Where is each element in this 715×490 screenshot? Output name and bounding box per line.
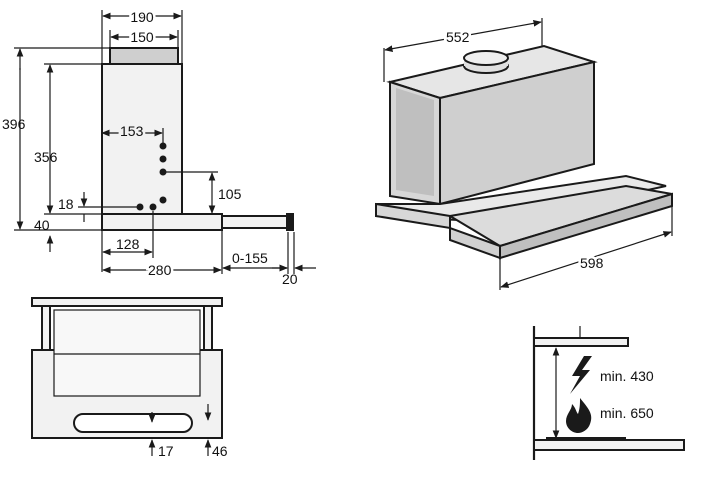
side-view: 190 150 396 356 40 153 105 18 bbox=[2, 7, 316, 287]
front-right-post bbox=[203, 305, 213, 351]
fixing-hole bbox=[159, 196, 167, 204]
front-top-plate bbox=[31, 297, 223, 307]
fixing-hole bbox=[149, 203, 157, 211]
side-hood-bottom bbox=[101, 213, 223, 231]
flame-icon bbox=[566, 398, 592, 433]
front-view: 17 46 bbox=[31, 297, 228, 459]
dim-20: 20 bbox=[282, 271, 298, 287]
dim-552: 552 bbox=[446, 29, 470, 45]
dim-396: 396 bbox=[2, 116, 26, 132]
isometric-view: 552 598 bbox=[375, 18, 673, 290]
clearance-view: min. 430 min. 650 bbox=[532, 326, 685, 460]
clearance-hood bbox=[533, 337, 629, 347]
front-inner-panel bbox=[53, 309, 201, 397]
dim-128: 128 bbox=[116, 236, 140, 252]
fixing-hole bbox=[136, 203, 144, 211]
dim-153: 153 bbox=[120, 123, 144, 139]
dim-356: 356 bbox=[34, 149, 58, 165]
dim-46: 46 bbox=[212, 443, 228, 459]
side-drawer-handle bbox=[286, 213, 294, 231]
fixing-hole bbox=[159, 168, 167, 176]
side-vent-collar bbox=[109, 47, 179, 65]
front-left-post bbox=[41, 305, 51, 351]
dim-150: 150 bbox=[130, 29, 154, 45]
dim-17: 17 bbox=[158, 443, 174, 459]
clearance-electric: min. 430 bbox=[600, 368, 654, 384]
dim-280: 280 bbox=[148, 262, 172, 278]
dim-40: 40 bbox=[34, 217, 50, 233]
dim-190: 190 bbox=[130, 9, 154, 25]
cooktop-burner bbox=[546, 437, 626, 440]
clearance-gas: min. 650 bbox=[600, 405, 654, 421]
clearance-cooktop bbox=[533, 439, 685, 451]
side-drawer bbox=[221, 215, 289, 229]
front-drawer-slot bbox=[73, 413, 193, 433]
dim-105: 105 bbox=[218, 186, 242, 202]
fixing-hole bbox=[159, 142, 167, 150]
dim-0-155: 0-155 bbox=[232, 250, 268, 266]
iso-side-face bbox=[439, 60, 595, 206]
fixing-hole bbox=[159, 155, 167, 163]
dim-598: 598 bbox=[580, 255, 604, 271]
side-hood-body bbox=[101, 63, 183, 215]
lightning-bolt-icon bbox=[570, 356, 592, 394]
dim-18: 18 bbox=[58, 196, 74, 212]
